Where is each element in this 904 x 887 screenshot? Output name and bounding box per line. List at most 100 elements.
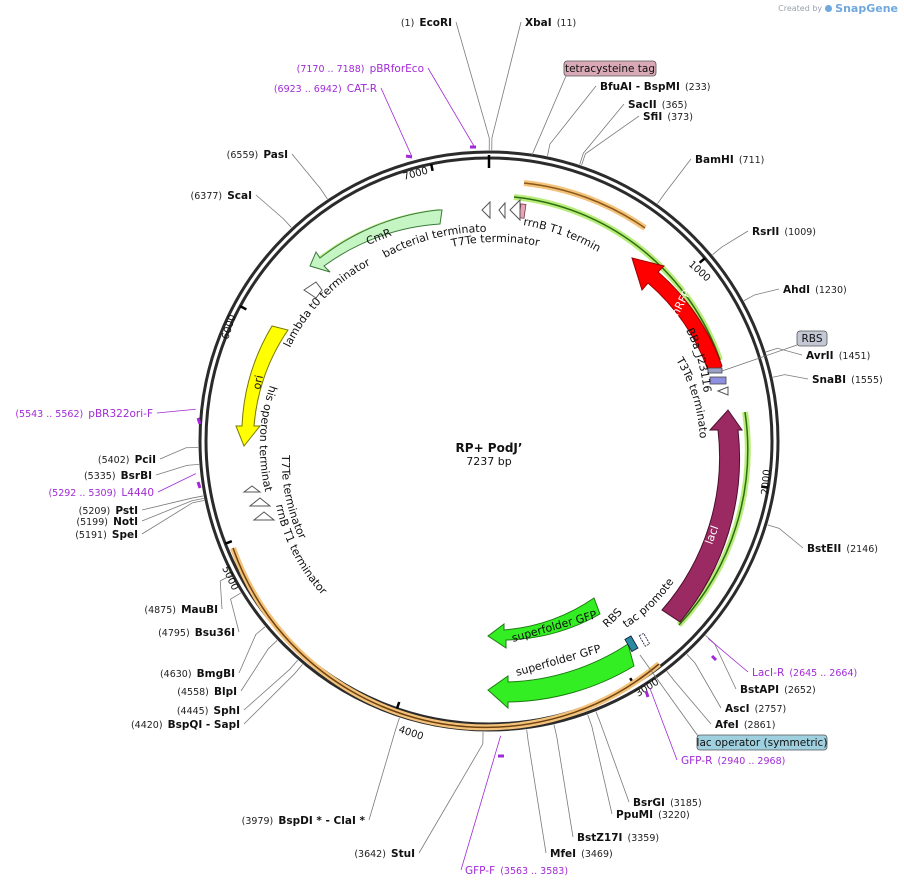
primer-leader-line [157, 473, 196, 493]
restriction-site[interactable]: (5199) NotI [76, 498, 204, 529]
restriction-site[interactable]: (4445) SphI [177, 659, 298, 718]
site-position: (4445) [177, 706, 209, 717]
restriction-site[interactable]: (3979) BspDI * - ClaI * [242, 717, 400, 828]
site-leader-line [141, 500, 205, 535]
restriction-site[interactable]: SfiI (373) [581, 105, 693, 166]
primer-label: GFP-R (2940 .. 2968) [681, 749, 785, 768]
restriction-site[interactable]: XbaI (11) [491, 11, 577, 151]
restriction-site[interactable]: (6559) PasI [227, 143, 328, 200]
site-leader-line [657, 158, 692, 204]
restriction-site[interactable]: (6377) ScaI [191, 184, 292, 228]
site-leader-line [547, 85, 597, 157]
site-position: (5191) [75, 530, 107, 541]
restriction-site[interactable]: (5209) PstI [79, 495, 204, 518]
small-feature-markers [242, 198, 729, 653]
tetracysteine-tag-box[interactable]: tetracysteine tag [531, 60, 657, 156]
site-leader-line [240, 640, 278, 692]
restriction-site[interactable]: BstZ17I (3359) [553, 724, 659, 845]
restriction-site[interactable]: (1) EcoRI [401, 11, 490, 151]
site-leader-line [255, 194, 292, 228]
restriction-site[interactable]: RsrII (1009) [712, 220, 816, 256]
restriction-site[interactable]: AscI (2757) [686, 654, 786, 716]
primer-range: (3563 .. 3583) [500, 866, 568, 877]
sfgfp-inner-label: superfolder GFP [510, 608, 598, 645]
primer[interactable]: GFP-F (3563 .. 3583) [460, 735, 568, 878]
site-name: BfuAI - BspMI [600, 81, 680, 93]
rrnb-t1-terminator-left-label: rrnB T1 terminator [273, 503, 330, 598]
primer-label: LacI-R (2645 .. 2664) [752, 661, 857, 680]
primer-name: pBRforEco [370, 63, 424, 75]
site-position: (11) [557, 18, 577, 29]
restriction-site[interactable]: AfeI (2861) [666, 671, 776, 732]
restriction-site[interactable]: SnaBI (1555) [772, 368, 883, 387]
site-position: (4795) [158, 628, 190, 639]
rbs-box[interactable]: RBS [721, 330, 828, 372]
site-name: AvrII [806, 350, 834, 362]
site-leader-line [368, 717, 400, 821]
tick-mark [698, 257, 706, 264]
site-leader-line [219, 574, 232, 610]
site-label: SnaBI (1555) [812, 368, 883, 387]
primer-leader-line [427, 67, 475, 147]
coordinate-ticks [224, 163, 769, 710]
site-label: AfeI (2861) [715, 713, 775, 732]
primer-label: GFP-F (3563 .. 3583) [465, 859, 568, 878]
site-leader-line [141, 498, 204, 522]
site-position: (365) [662, 100, 688, 111]
tick-mark [239, 305, 247, 311]
site-name: BlpI [214, 686, 237, 698]
primer[interactable]: (6923 .. 6942) CAT-R [274, 77, 413, 157]
restriction-site[interactable]: (4630) BmgBI [160, 626, 266, 681]
feature-mrfp1[interactable]: mRFP1 [631, 257, 723, 371]
primer-name: GFP-R [681, 755, 712, 767]
restriction-site[interactable]: SacII (365) [579, 93, 688, 165]
feature-sfgfp-inner[interactable]: superfolder GFP [487, 597, 601, 649]
site-position: (5335) [84, 471, 116, 482]
site-position: (1230) [815, 285, 847, 296]
site-label: PpuMI (3220) [616, 803, 690, 822]
site-label: AvrII (1451) [806, 344, 870, 363]
site-name: AhdI [783, 284, 810, 296]
site-name: BamHI [695, 154, 734, 166]
primer[interactable]: (7170 .. 7188) pBRforEco [297, 57, 475, 147]
site-name: BstAPI [740, 684, 779, 696]
restriction-site[interactable]: BamHI (711) [657, 148, 764, 204]
restriction-site[interactable]: (4795) Bsu36I [158, 592, 242, 640]
feature-laci[interactable]: lacI [661, 409, 743, 623]
primer-leader-line [707, 638, 749, 673]
restriction-site[interactable]: (5335) BsrBI [84, 464, 199, 483]
restriction-site[interactable]: MfeI (3469) [526, 729, 613, 861]
site-label: (5402) PciI [98, 448, 156, 467]
primer-label: (5543 .. 5562) pBR322ori-F [15, 402, 153, 421]
site-name: BstZ17I [577, 832, 622, 844]
primer[interactable]: GFP-R (2940 .. 2968) [649, 688, 785, 768]
restriction-site[interactable]: PpuMI (3220) [587, 714, 690, 822]
site-position: (2652) [784, 685, 816, 696]
restriction-site[interactable]: (5191) SpeI [75, 500, 205, 542]
site-label: (1) EcoRI [401, 11, 452, 30]
primer[interactable]: LacI-R (2645 .. 2664) [707, 638, 857, 680]
restriction-site[interactable]: (3642) StuI [354, 731, 484, 861]
restriction-site[interactable]: AhdI (1230) [743, 278, 847, 302]
restriction-site[interactable]: BsrGI (3185) [595, 711, 702, 810]
restriction-site[interactable]: BstEII (2146) [767, 524, 878, 556]
tick-label: 7000 [402, 166, 429, 183]
site-position: (3185) [670, 798, 702, 809]
restriction-site[interactable]: (4875) MauBI [144, 574, 232, 617]
primer-range: (5292 .. 5309) [48, 488, 116, 499]
site-name: XbaI [525, 17, 552, 29]
primer[interactable]: (5543 .. 5562) pBR322ori-F [15, 402, 196, 421]
restriction-site[interactable]: (4420) BspQI - SapI [131, 664, 303, 732]
site-position: (3979) [242, 816, 274, 827]
site-name: MauBI [181, 604, 218, 616]
restriction-site[interactable]: BfuAI - BspMI (233) [547, 75, 711, 157]
site-label: BsrGI (3185) [633, 791, 702, 810]
restriction-site[interactable]: (4558) BlpI [177, 640, 278, 699]
feature-ori[interactable]: ori [235, 325, 289, 447]
restriction-site[interactable]: (5402) PciI [98, 447, 199, 467]
primer[interactable]: (5292 .. 5309) L4440 [48, 473, 196, 500]
site-leader-line [587, 714, 613, 815]
restriction-site[interactable]: AvrII (1451) [765, 344, 870, 363]
plasmid-length: 7237 bp [466, 455, 511, 468]
lac-operator-box[interactable]: lac operator (symmetric) [639, 654, 827, 751]
